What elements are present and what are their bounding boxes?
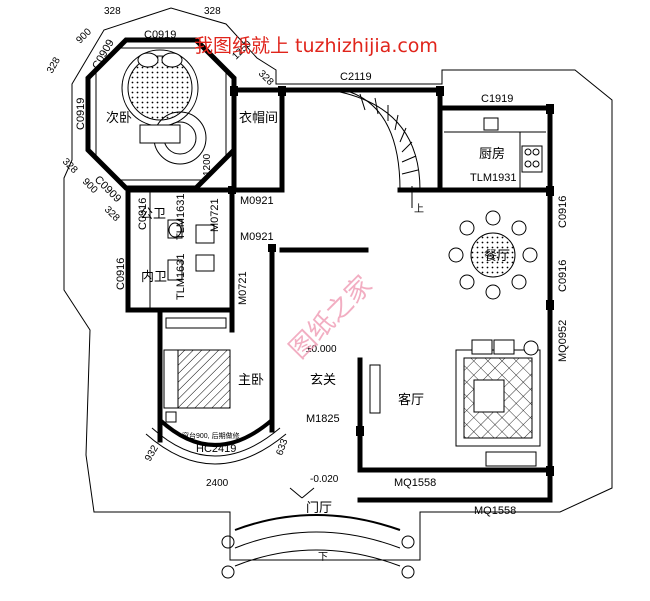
- elevation-negative: -0.020: [310, 474, 339, 485]
- room-label-living: 客厅: [398, 392, 424, 408]
- code-c1919: C1919: [481, 93, 513, 105]
- code-c0916-right-b: C0916: [557, 260, 569, 292]
- master-bed: [163, 317, 231, 423]
- dim-633: 633: [274, 437, 290, 457]
- dim-328-c: 328: [45, 55, 63, 75]
- room-label-foyer: 玄关: [310, 373, 336, 388]
- code-tlm1631-b: TLM1631: [175, 254, 187, 300]
- room-label-master-bedroom: 主卧: [238, 373, 264, 388]
- entry-porch: [221, 487, 415, 579]
- room-label-cloakroom: 衣帽间: [239, 110, 278, 126]
- exterior-outline: [63, 7, 613, 561]
- dim-328-f: 328: [102, 204, 122, 224]
- watermark-top: 我图纸就上 tuzhizhijia.com: [194, 35, 438, 57]
- dim-932: 932: [143, 443, 161, 463]
- room-label-secondary-bedroom: 次卧: [106, 110, 132, 126]
- code-c0919-top: C0919: [144, 29, 176, 41]
- dim-900-a: 900: [74, 26, 94, 46]
- dim-328-d: 328: [256, 68, 276, 88]
- dining-set: [448, 210, 538, 300]
- code-c0919-left: C0919: [75, 98, 87, 130]
- octagon-room: [85, 37, 237, 191]
- code-c0916-left-b: C0916: [115, 258, 127, 290]
- stair-up-mark: 上: [414, 203, 424, 215]
- columns: [228, 86, 554, 476]
- code-c0916-right-a: C0916: [557, 196, 569, 228]
- code-m1825: M1825: [306, 413, 340, 425]
- dim-1200: 1200: [202, 153, 213, 176]
- walls: [125, 87, 553, 503]
- staircase: [339, 91, 421, 208]
- code-tlm1631-a: TLM1631: [175, 194, 187, 240]
- room-label-entry-hall: 门厅: [306, 501, 332, 516]
- dim-2400: 2400: [206, 478, 229, 489]
- code-mq1558-b: MQ1558: [474, 505, 516, 517]
- room-label-dining: 餐厅: [484, 248, 510, 264]
- bath-fixtures: [149, 190, 215, 310]
- elevation-zero: ±0.000: [306, 344, 337, 355]
- room-label-inner-bath: 内卫: [141, 269, 167, 285]
- stair-down-mark: 下: [318, 552, 328, 563]
- code-c0916-left-a: C0916: [137, 198, 149, 230]
- code-mq0952: MQ0952: [557, 320, 569, 362]
- code-tlm1931: TLM1931: [470, 172, 516, 184]
- dim-328-a: 328: [104, 6, 121, 17]
- code-hc2419: HC2419: [196, 443, 236, 455]
- code-m0721-a: M0721: [209, 198, 221, 232]
- living-sofa-set: [369, 339, 541, 467]
- room-label-public-bath: 公卫: [140, 207, 166, 222]
- room-label-kitchen: 厨房: [479, 146, 505, 162]
- bay-window-note: 窗台900, 后期做修: [182, 431, 240, 440]
- bay-window: [145, 418, 287, 465]
- code-c2119: C2119: [340, 71, 372, 83]
- kitchen-fixtures: [444, 117, 546, 188]
- code-m0921-a: M0921: [240, 195, 274, 207]
- dim-328-e: 328: [60, 156, 80, 176]
- code-mq1558-a: MQ1558: [394, 477, 436, 489]
- code-m0921-b: M0921: [240, 231, 274, 243]
- dim-328-b: 328: [204, 6, 221, 17]
- code-m0721-b: M0721: [237, 271, 249, 305]
